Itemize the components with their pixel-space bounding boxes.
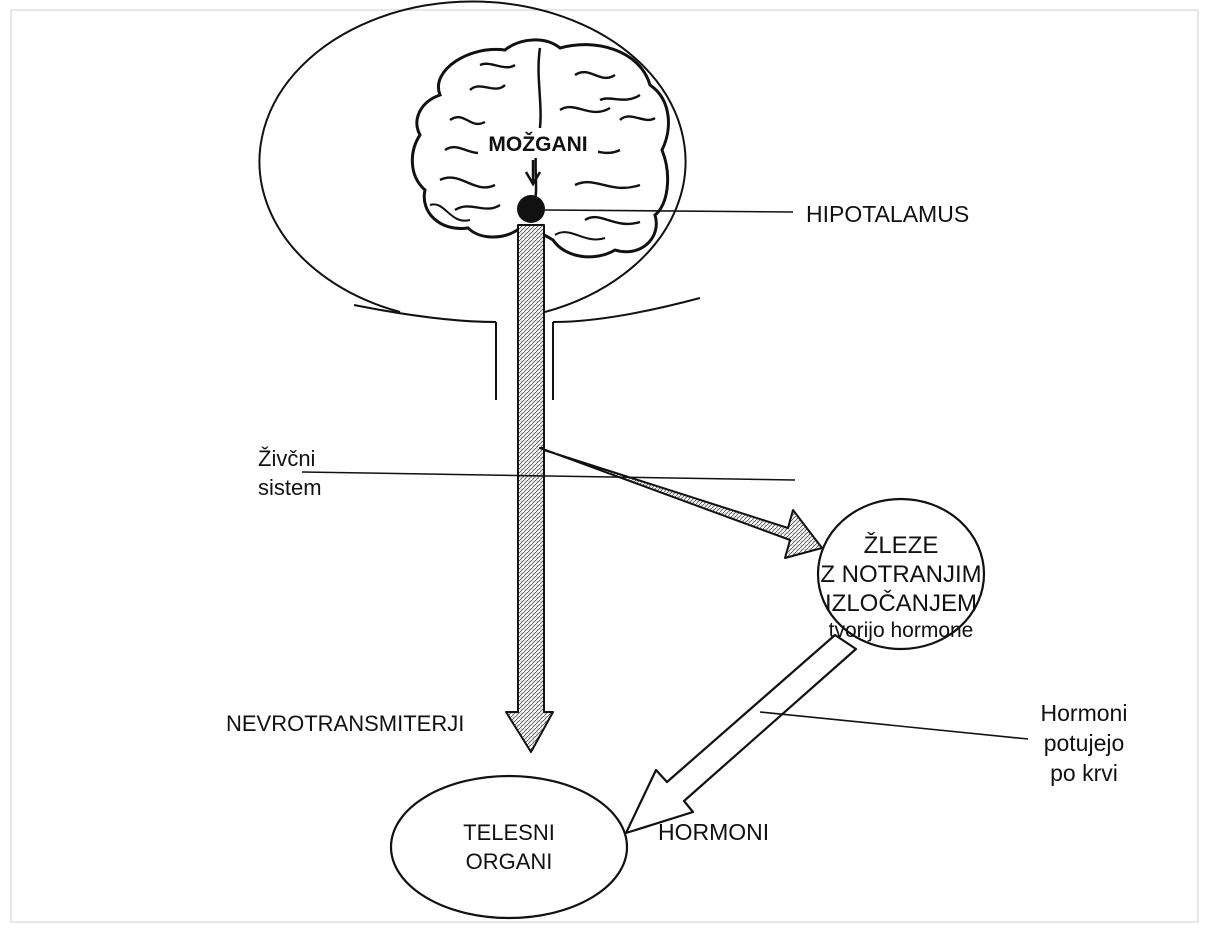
neck-shoulder-left xyxy=(354,305,496,322)
hormones-travel-label-line2: potujejo xyxy=(1044,730,1125,756)
organs-label-line1: TELESNI xyxy=(463,820,555,845)
hormones-travel-label-line3: po krvi xyxy=(1050,760,1118,786)
nervous-system-label-line2: sistem xyxy=(258,475,322,500)
glands-label-line1: ŽLEZE xyxy=(864,532,939,559)
nervous-system-label-line1: Živčni xyxy=(258,446,315,471)
hormones-travel-leader xyxy=(760,712,1028,739)
neurotransmitters-label: NEVROTRANSMITERJI xyxy=(226,711,464,736)
nervous-system-leader xyxy=(302,472,795,480)
hypothalamus-dot xyxy=(517,195,545,223)
hormones-label: HORMONI xyxy=(658,819,769,845)
brain-label: MOŽGANI xyxy=(488,132,587,156)
glands-label-line3: IZLOČANJEM xyxy=(825,589,977,617)
glands-label-line2: Z NOTRANJIM xyxy=(820,561,981,588)
glands-sublabel: tvorijo hormone xyxy=(829,619,974,642)
hormones-arrow xyxy=(626,635,856,833)
organs-label-line2: ORGANI xyxy=(466,849,553,874)
hypothalamus-label: HIPOTALAMUS xyxy=(806,201,969,227)
organs-ellipse xyxy=(391,776,627,918)
nervous-system-arrow xyxy=(506,225,822,752)
hormones-travel-label-line1: Hormoni xyxy=(1041,700,1128,726)
